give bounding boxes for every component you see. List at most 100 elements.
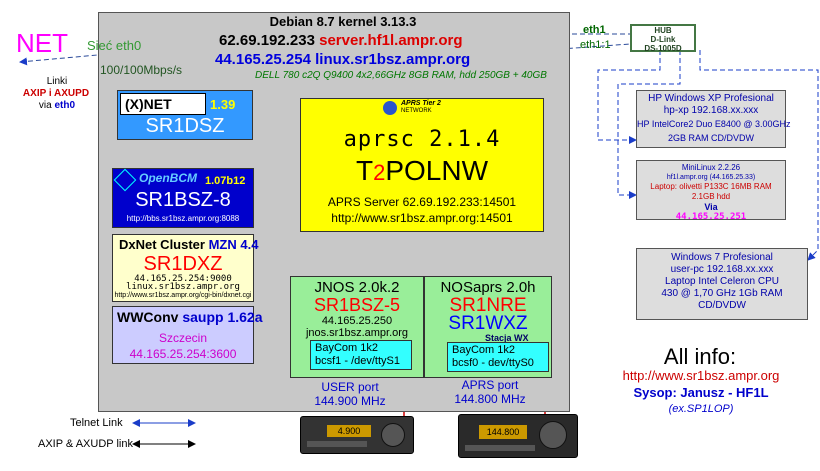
nosaprs-callsign2: SR1WXZ xyxy=(448,313,528,334)
dxnet-version: MZN 4.4 xyxy=(208,237,259,252)
jnos-callsign: SR1BSZ-5 xyxy=(313,295,401,315)
t2-digit: 2 xyxy=(373,160,386,185)
eth1-label: eth1 xyxy=(583,24,606,36)
pc-minilinux-line5: Via xyxy=(704,202,718,212)
hub-box: HUB D-Link DS-1005D xyxy=(630,24,696,53)
aprs-port-freq: 144.800 MHz xyxy=(454,392,526,406)
xnet-callsign: SR1DSZ xyxy=(145,115,225,137)
aprs-globe-icon xyxy=(383,101,397,115)
nosaprs-baycom-line1: BayCom 1k2 xyxy=(452,344,515,356)
pc-minilinux-line6: 44.165.25.251 xyxy=(675,212,747,222)
radio-right-display: 144.800 xyxy=(479,425,527,439)
nosaprs-stacja: Stacja WX xyxy=(485,333,529,343)
user-port-freq: 144.900 MHz xyxy=(314,394,386,408)
aprs-logo-line1: APRS Tier 2 xyxy=(401,100,441,107)
dxnet-title-line: DxNet Cluster MZN 4.4 xyxy=(119,237,258,252)
pc-win7-line2: user-pc 192.168.xx.xxx xyxy=(670,264,774,275)
aprs-port-label: APRS port xyxy=(461,378,519,392)
dxnet-callsign: SR1DXZ xyxy=(143,253,223,275)
t2-callsign: T2POLNW xyxy=(301,155,543,187)
aprsc-box: APRS Tier 2 NETWORK aprsc 2.1.4 T2POLNW … xyxy=(300,98,544,232)
jnos-baycom-line1: BayCom 1k2 xyxy=(315,342,378,354)
server-ip-line-1: 62.69.192.233 server.hf1l.ampr.org xyxy=(219,32,463,49)
server-title: Debian 8.7 kernel 3.13.3 xyxy=(269,14,417,29)
pc-minilinux-line1: MiniLinux 2.2.26 xyxy=(681,163,741,172)
eth1-1-label: eth1:1 xyxy=(580,39,611,51)
links-title: Linki xyxy=(46,76,68,87)
info-url[interactable]: http://www.sr1bsz.ampr.org xyxy=(622,368,780,383)
hub-line-2: D-Link xyxy=(650,35,676,44)
server-host1: server.hf1l.ampr.org xyxy=(319,32,463,49)
hub-line-1: HUB xyxy=(654,26,672,35)
radio-right-buttons xyxy=(465,445,535,451)
pc-win7-line5: CD/DVDW xyxy=(698,300,746,311)
server-ip-line-2: 44.165.25.254 linux.sr1bsz.ampr.org xyxy=(215,51,470,68)
dxnet-box: DxNet Cluster MZN 4.4 SR1DXZ 44.165.25.2… xyxy=(112,234,258,302)
xnet-logo-text: (X)NET xyxy=(125,96,172,112)
server-host2: linux.sr1bsz.ampr.org xyxy=(315,51,471,68)
nosaprs-baycom-line2: bcsf0 - dev/ttyS0 xyxy=(452,357,534,369)
net-speed: 100/100Mbps/s xyxy=(100,63,183,77)
aprs-logo-line2: NETWORK xyxy=(401,108,432,114)
aprsc-server: APRS Server 62.69.192.233:14501 xyxy=(327,195,517,209)
nosaprs-baycom-box: BayCom 1k2 bcsf0 - dev/ttyS0 xyxy=(447,342,549,372)
pc-win7-line3: Laptop Intel Celeron CPU xyxy=(665,276,779,287)
radio-left-display: 4.900 xyxy=(327,425,371,437)
radio-aprs-image: 144.800 xyxy=(458,414,578,458)
wwconv-title-line: WWConv saupp 1.62a xyxy=(117,309,262,325)
nosaprs-callsign1: SR1NRE xyxy=(449,295,527,316)
openbcm-callsign: SR1BSZ-8 xyxy=(135,189,231,211)
server-ip2: 44.165.25.254 xyxy=(215,51,311,68)
dxnet-addr: 44.165.25.254:9000 xyxy=(134,274,232,284)
server-ip1: 62.69.192.233 xyxy=(219,32,315,49)
jnos-ip: 44.165.25.250 xyxy=(321,315,393,327)
links-via: via xyxy=(38,100,52,111)
wwconv-addr: 44.165.25.254:3600 xyxy=(129,347,237,361)
legend-telnet: Telnet Link xyxy=(70,417,123,429)
pc-minilinux-line3: Laptop: olivetti P133C 16MB RAM xyxy=(650,182,772,191)
openbcm-logo-icon xyxy=(113,168,137,192)
pc-win7-line1: Windows 7 Profesional xyxy=(671,252,773,263)
server-hardware: DELL 780 c2Q Q9400 4x2,66GHz 8GB RAM, hd… xyxy=(255,70,547,81)
pc-minilinux-box: MiniLinux 2.2.26 hf1l.ampr.org (44.165.2… xyxy=(636,160,786,222)
xnet-version: 1.39 xyxy=(210,97,236,112)
pc-xp-line1: HP Windows XP Profesional xyxy=(648,93,774,104)
jnos-baycom-line2: bcsf1 - /dev/ttyS1 xyxy=(315,355,400,367)
pc-minilinux-line4: 2.1GB hdd xyxy=(691,192,731,201)
xnet-box: (X)NET 1.39 SR1DSZ xyxy=(117,90,253,140)
pc-xp-line4: 2GB RAM CD/DVDW xyxy=(667,133,754,143)
info-title: All info: xyxy=(663,344,737,369)
jnos-host: jnos.sr1bsz.ampr.org xyxy=(305,327,409,339)
pc-xp-line3: HP IntelCore2 Duo E8400 @ 3.00GHz xyxy=(637,119,791,129)
radio-right-knob-icon xyxy=(539,421,567,449)
radio-user-image: 4.900 xyxy=(300,416,414,454)
net-iface: Sieć eth0 xyxy=(87,38,142,53)
openbcm-logo: OpenBCM xyxy=(139,171,197,185)
dxnet-url: http://www.sr1bsz.ampr.org/cgi-bin/dxnet… xyxy=(114,292,252,299)
links-iface: eth0 xyxy=(54,100,76,111)
hub-line-3: DS-1005D xyxy=(644,44,682,53)
jnos-baycom-box: BayCom 1k2 bcsf1 - /dev/ttyS1 xyxy=(310,340,412,370)
user-port-label: USER port xyxy=(321,380,379,394)
net-label: NET xyxy=(16,28,68,58)
openbcm-box: OpenBCM 1.07b12 SR1BSZ-8 http://bbs.sr1b… xyxy=(112,168,254,228)
pc-xp-box: HP Windows XP Profesional hp-xp 192.168.… xyxy=(636,90,791,148)
xnet-logo: (X)NET xyxy=(120,93,206,115)
info-ex: (ex.SP1LOP) xyxy=(668,403,734,415)
nosaprs-title: NOSaprs 2.0h xyxy=(440,279,536,296)
pc-win7-line4: 430 @ 1,70 GHz 1Gb RAM xyxy=(661,288,783,299)
links-via-line: via eth0 xyxy=(20,100,94,111)
openbcm-url: http://bbs.sr1bsz.ampr.org:8088 xyxy=(126,214,240,223)
pc-minilinux-line2: hf1l.ampr.org (44.165.25.33) xyxy=(666,174,756,181)
pc-xp-line2: hp-xp 192.168.xx.xxx xyxy=(663,105,759,116)
wwconv-title: WWConv xyxy=(117,309,179,325)
info-sysop: Sysop: Janusz - HF1L xyxy=(633,385,769,400)
aprsc-url: http://www.sr1bsz.ampr.org:14501 xyxy=(331,211,513,225)
jnos-title: JNOS 2.0k.2 xyxy=(314,279,400,296)
radio-left-knob-icon xyxy=(381,423,405,447)
aprsc-title: aprsc 2.1.4 xyxy=(343,127,501,152)
pc-win7-box: Windows 7 Profesional user-pc 192.168.xx… xyxy=(636,248,808,320)
t2-suffix: POLNW xyxy=(385,155,489,186)
wwconv-city: Szczecin xyxy=(158,331,208,345)
